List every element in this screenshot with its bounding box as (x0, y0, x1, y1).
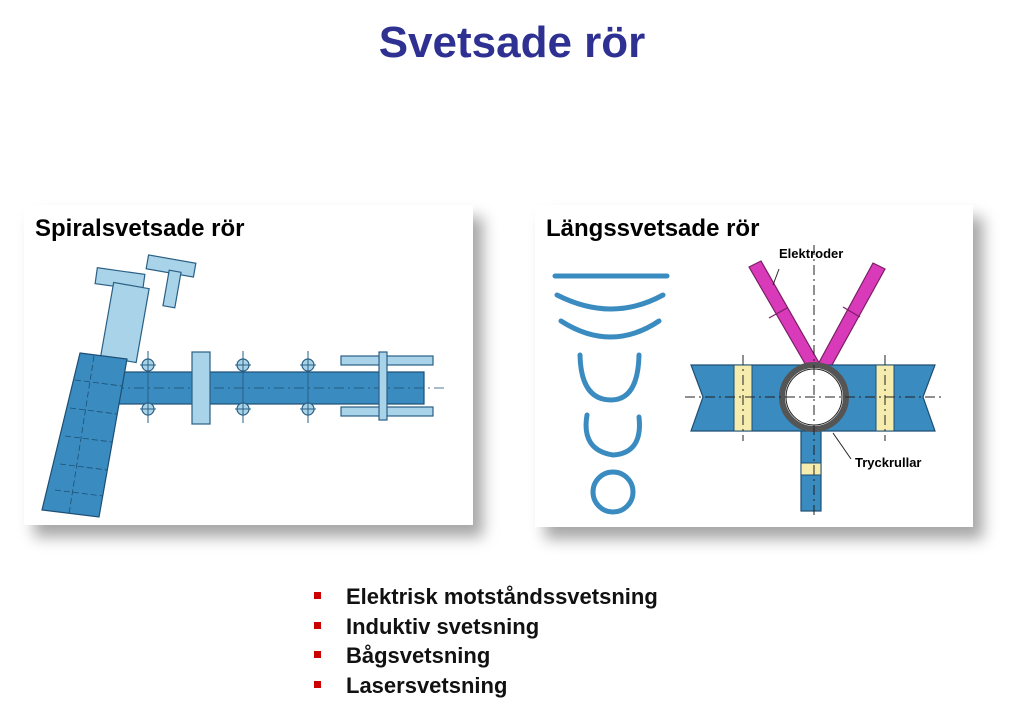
right-panel-title: Längssvetsade rör (546, 215, 760, 242)
electrodes-leader (772, 268, 780, 286)
list-item: Elektrisk motståndssvetsning (312, 582, 658, 612)
list-item: Lasersvetsning (312, 671, 658, 701)
center-lines (685, 245, 943, 517)
bullet-icon (314, 621, 321, 629)
spiral-pipe-panel: Spiralsvetsade rör (24, 205, 473, 525)
rollers-leader (832, 432, 852, 460)
electrodes-label: Elektroder (779, 246, 843, 261)
rollers-label: Tryckrullar (855, 455, 922, 470)
longitudinal-pipe-diagram: Elektroder Tryckrullar (552, 245, 943, 517)
forming-head (94, 254, 197, 364)
list-item: Induktiv svetsning (312, 612, 658, 642)
welding-methods-list: Elektrisk motståndssvetsning Induktiv sv… (312, 582, 658, 700)
bullet-icon (314, 592, 321, 599)
spiral-pipe-diagram (41, 254, 444, 518)
forming-sequence (552, 273, 670, 515)
slide-title: Svetsade rör (378, 18, 646, 67)
left-panel-title: Spiralsvetsade rör (35, 215, 245, 242)
list-item: Bågsvetsning (312, 641, 658, 671)
end-clamp (340, 351, 434, 421)
bullet-icon (314, 680, 321, 688)
spiral-strip (41, 352, 128, 518)
longitudinal-pipe-panel: Elektroder Tryckrullar Längssvetsade rör (535, 205, 973, 527)
electrode-bands (768, 306, 861, 319)
lower-roller (800, 462, 822, 476)
bullet-icon (314, 651, 321, 658)
roller-axes (140, 351, 316, 423)
